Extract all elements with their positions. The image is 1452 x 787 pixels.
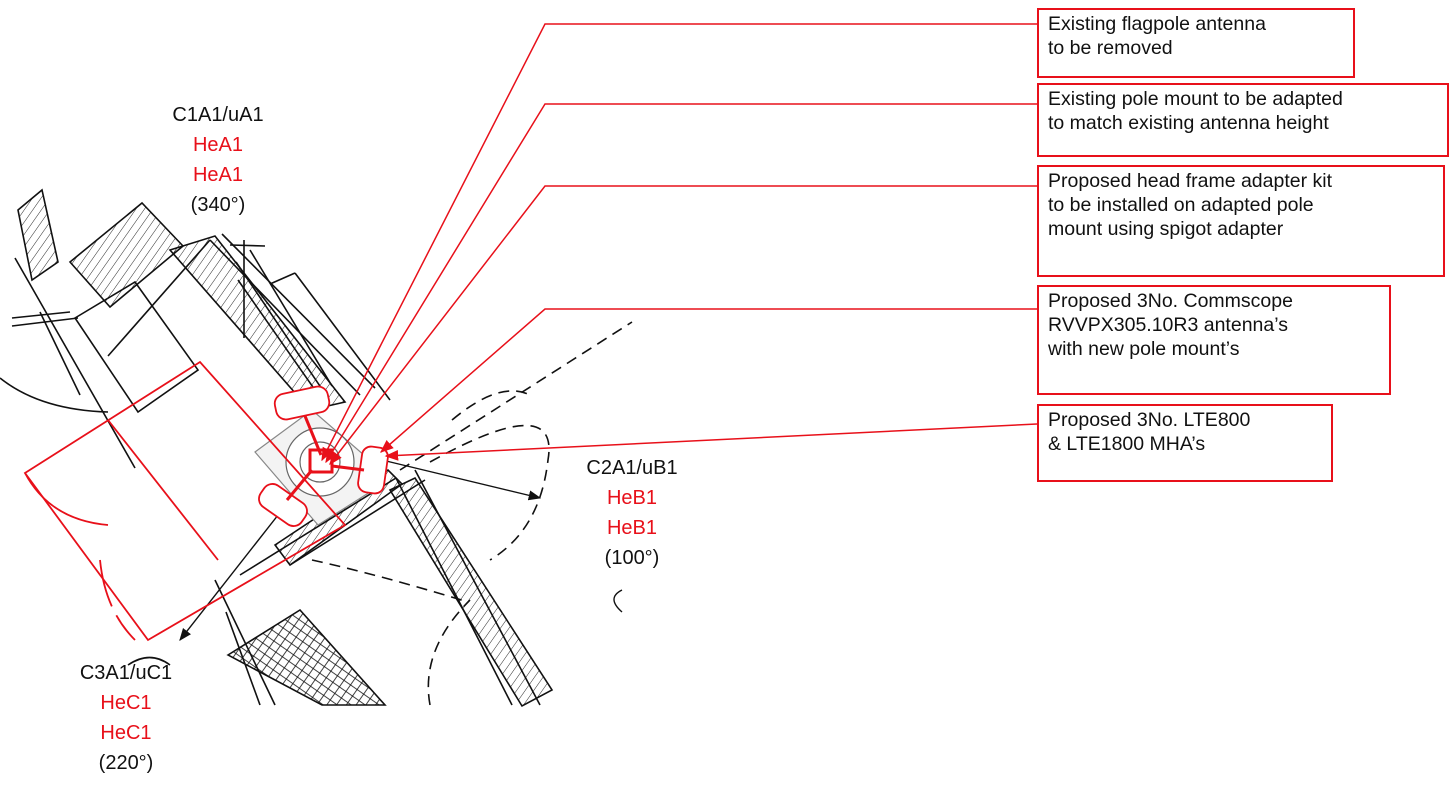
right-hatched-wall bbox=[388, 476, 554, 708]
roof-tile-grid bbox=[226, 608, 387, 706]
leader-2 bbox=[325, 103, 1037, 464]
callout-line: & LTE1800 MHA’s bbox=[1048, 433, 1206, 455]
callout-line: RVVPX305.10R3 antenna’s bbox=[1048, 314, 1288, 336]
sector-cell-id: C2A1/uB1 bbox=[586, 457, 678, 479]
sector-cell-id: C3A1/uC1 bbox=[79, 662, 173, 684]
proposed-equipment bbox=[23, 360, 389, 642]
sector-ref-1: HeC1 bbox=[100, 692, 152, 714]
sector-ref-1: HeA1 bbox=[192, 134, 244, 156]
callout-line: to be removed bbox=[1048, 37, 1173, 59]
parapet-hatched-wall bbox=[168, 235, 347, 411]
callout-flagpole-removal: Existing flagpole antenna to be removed bbox=[1037, 8, 1355, 78]
callout-line: mount using spigot adapter bbox=[1048, 218, 1284, 240]
sector-label-c1: C1A1/uA1 HeA1 HeA1 (340°) bbox=[138, 100, 298, 220]
sector-azimuth: (100°) bbox=[604, 547, 660, 569]
azimuth-arrows bbox=[179, 459, 623, 641]
leader-3 bbox=[329, 185, 1037, 466]
sector-azimuth: (340°) bbox=[190, 194, 246, 216]
sector-ref-2: HeC1 bbox=[100, 722, 152, 744]
azimuth-arrow-c2 bbox=[381, 459, 542, 501]
callout-line: Proposed head frame adapter kit bbox=[1048, 170, 1333, 192]
callout-line: with new pole mount’s bbox=[1048, 338, 1240, 360]
sector-label-c2: C2A1/uB1 HeB1 HeB1 (100°) bbox=[552, 453, 712, 573]
callout-line: Existing pole mount to be adapted bbox=[1048, 88, 1343, 110]
sector-azimuth: (220°) bbox=[98, 752, 154, 774]
rooftop-box bbox=[73, 280, 200, 414]
callout-line: to be installed on adapted pole bbox=[1048, 194, 1314, 216]
dashed-swing-lines bbox=[311, 321, 633, 706]
callout-line: Existing flagpole antenna bbox=[1048, 13, 1266, 35]
sector-cell-id: C1A1/uA1 bbox=[172, 104, 264, 126]
leader-4 bbox=[379, 308, 1037, 453]
callout-pole-mount: Existing pole mount to be adapted to mat… bbox=[1037, 83, 1449, 157]
callout-mha: Proposed 3No. LTE800 & LTE1800 MHA’s bbox=[1037, 404, 1333, 482]
sector-label-c3: C3A1/uC1 HeC1 HeC1 (220°) bbox=[46, 658, 206, 778]
sector-ref-1: HeB1 bbox=[606, 487, 658, 509]
building-outline bbox=[0, 188, 554, 708]
callout-head-frame: Proposed head frame adapter kit to be in… bbox=[1037, 165, 1445, 277]
left-hatched-wall bbox=[17, 188, 59, 282]
antenna-a bbox=[273, 385, 331, 421]
callout-line: to match existing antenna height bbox=[1048, 112, 1329, 134]
callout-line: Proposed 3No. LTE800 bbox=[1048, 409, 1251, 431]
callout-line: Proposed 3No. Commscope bbox=[1048, 290, 1293, 312]
leader-1 bbox=[321, 23, 1037, 462]
sector-ref-2: HeA1 bbox=[192, 164, 244, 186]
leader-5 bbox=[384, 423, 1038, 461]
sector-arc-c3 bbox=[127, 656, 171, 666]
azimuth-arrow-c3 bbox=[179, 509, 283, 641]
proposed-frame bbox=[23, 360, 347, 642]
sector-ref-2: HeB1 bbox=[606, 517, 658, 539]
callout-leaders bbox=[321, 23, 1038, 466]
callout-antennas: Proposed 3No. Commscope RVVPX305.10R3 an… bbox=[1037, 285, 1391, 395]
